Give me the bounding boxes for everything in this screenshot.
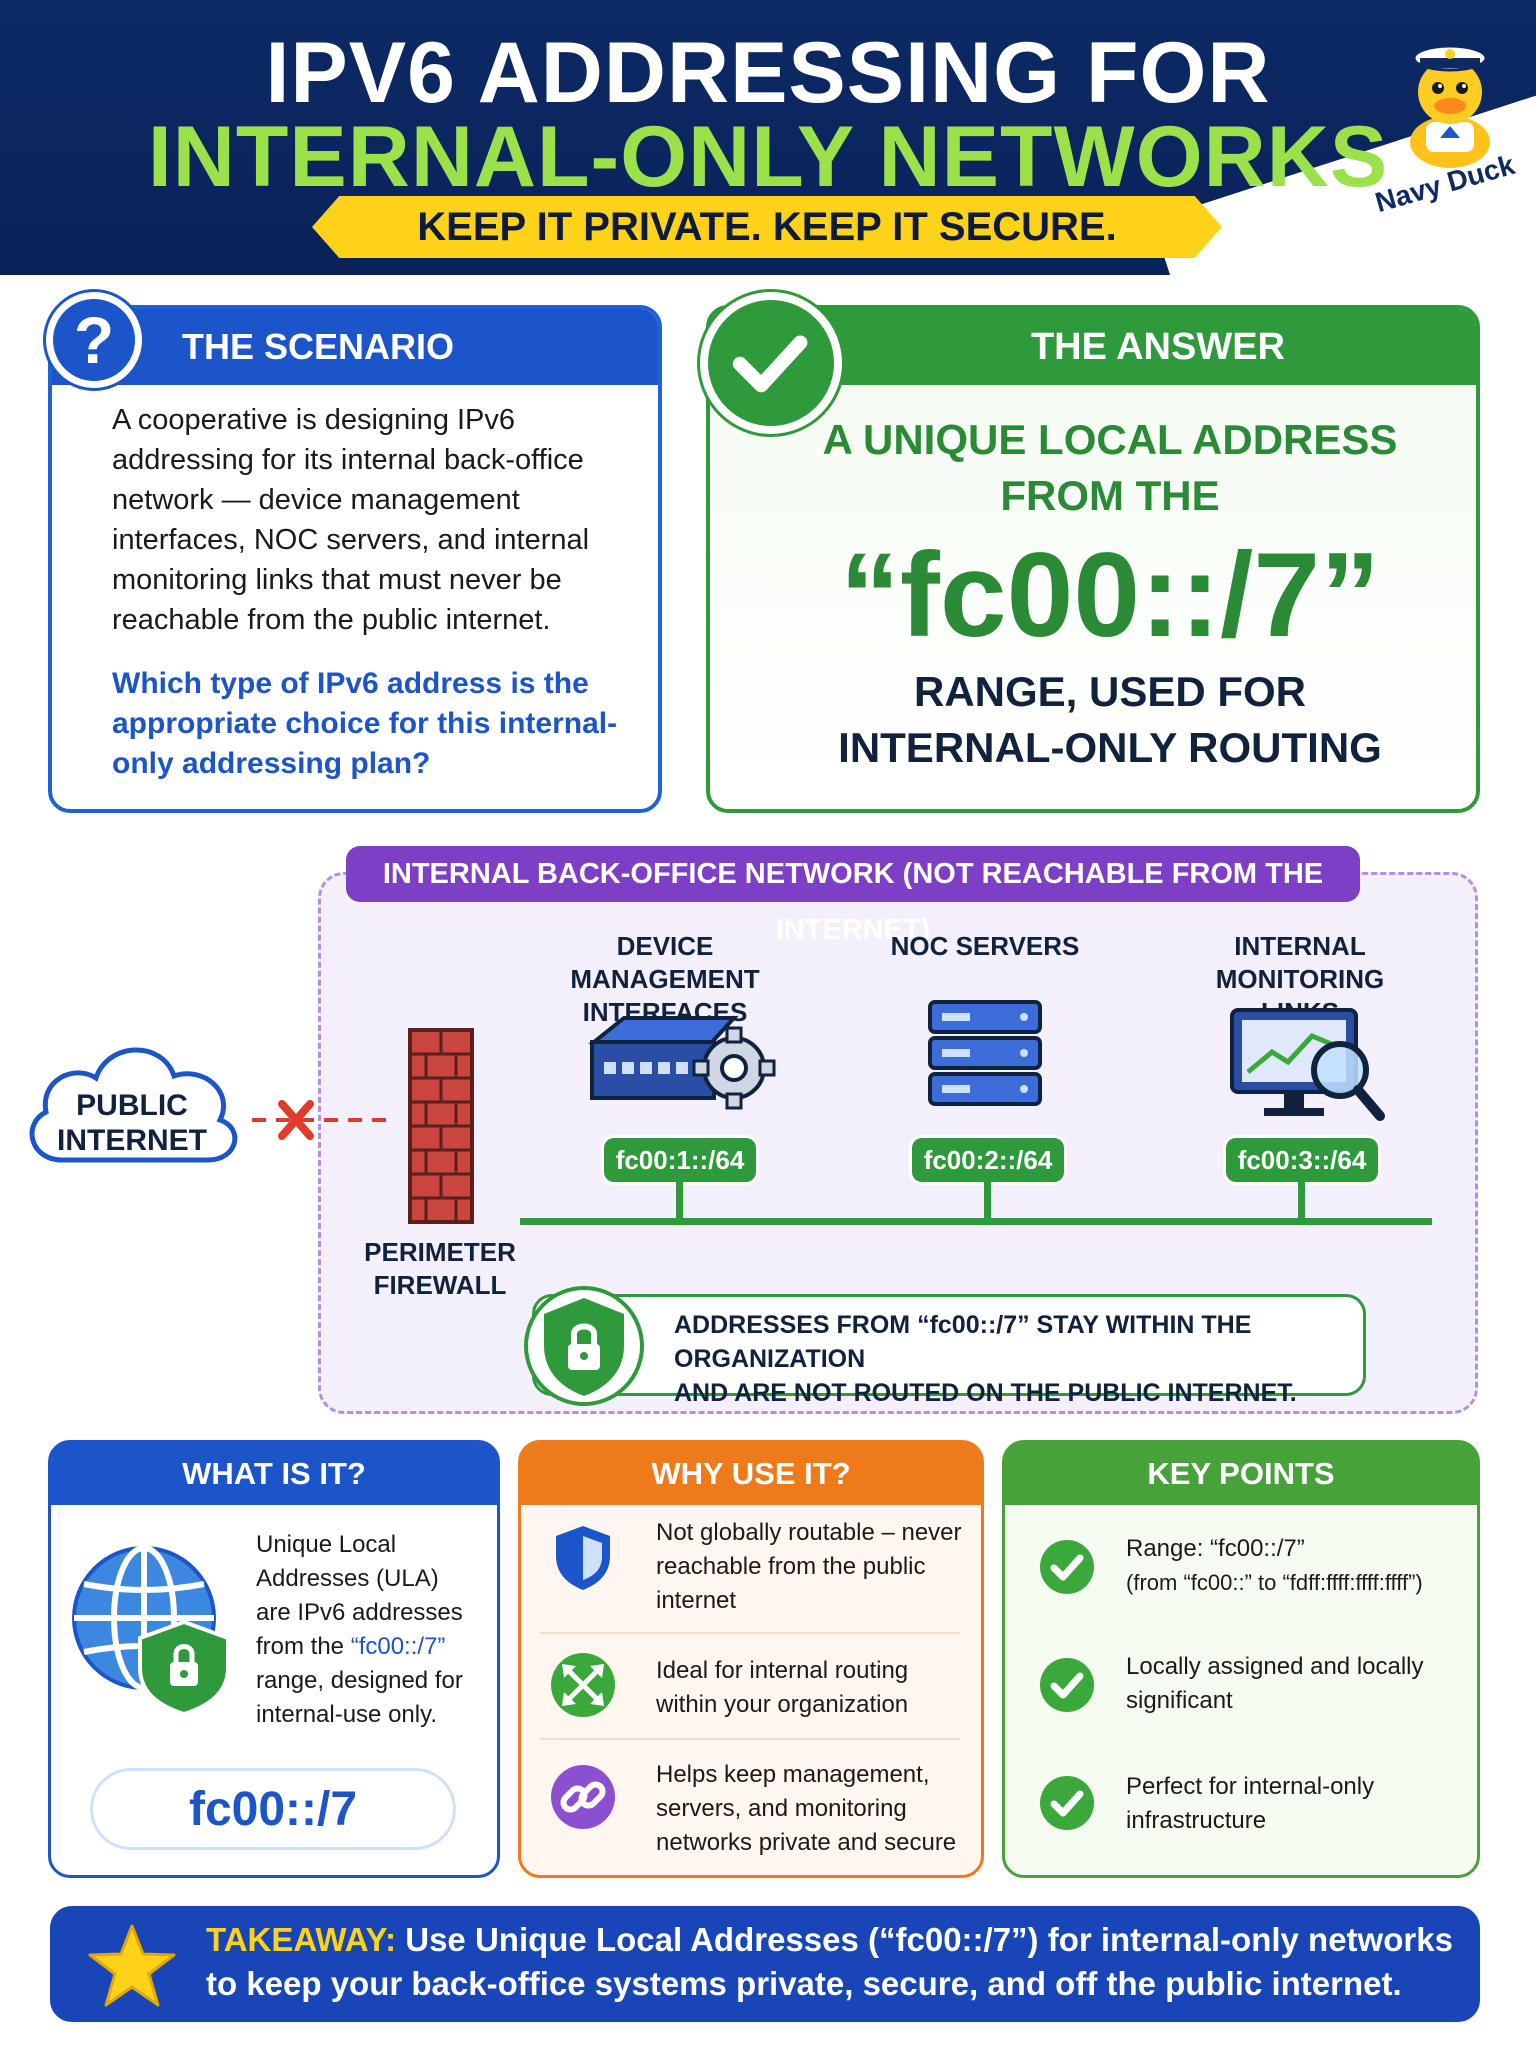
check-circle-icon bbox=[1040, 1776, 1094, 1830]
shield-icon bbox=[556, 1526, 610, 1590]
answer-line1: A UNIQUE LOCAL ADDRESS bbox=[822, 416, 1398, 463]
network-diagram-title: INTERNAL BACK-OFFICE NETWORK (NOT REACHA… bbox=[346, 846, 1360, 946]
bus-drop-1 bbox=[676, 1180, 683, 1220]
key-point-1-text: Range: “fc00::/7” bbox=[1126, 1535, 1305, 1562]
firewall-line2: FIREWALL bbox=[373, 1270, 507, 1300]
network-bus-line bbox=[520, 1218, 1432, 1225]
takeaway-banner bbox=[50, 1906, 1480, 2022]
globe-lock-icon bbox=[72, 1545, 230, 1717]
bus-drop-2 bbox=[984, 1180, 991, 1220]
firewall-line1: PERIMETER bbox=[364, 1237, 516, 1267]
scenario-question-text: Which type of IPv6 address is the approp… bbox=[112, 667, 618, 780]
firewall-brick-icon bbox=[408, 1028, 474, 1224]
why-divider-1 bbox=[540, 1632, 960, 1634]
what-is-it-title: WHAT IS IT? bbox=[51, 1443, 497, 1505]
cloud-icon bbox=[29, 1047, 238, 1163]
switch-gear-icon bbox=[588, 1016, 776, 1110]
scenario-card: THE SCENARIO bbox=[48, 305, 662, 813]
answer-line3: RANGE, USED FOR bbox=[913, 668, 1307, 715]
key-point-1: Range: “fc00::/7” (from “fc00::” to “fdf… bbox=[1126, 1532, 1466, 1600]
routing-note-line1: ADDRESSES FROM “fc00::/7” STAY WITHIN TH… bbox=[674, 1311, 1252, 1373]
subnet-badge-3: fc00:3::/64 bbox=[1226, 1138, 1378, 1182]
blocked-connection-icon bbox=[252, 1100, 394, 1140]
why-item-3: Helps keep management, servers, and moni… bbox=[656, 1761, 957, 1856]
routing-note-text: ADDRESSES FROM “fc00::/7” STAY WITHIN TH… bbox=[674, 1308, 1354, 1410]
answer-line2: FROM THE bbox=[1000, 472, 1220, 519]
public-internet-line1: PUBLIC bbox=[76, 1089, 188, 1122]
checkmark-icon bbox=[700, 292, 842, 434]
tagline-text: KEEP IT PRIVATE. KEEP IT SECURE. bbox=[417, 205, 1117, 249]
why-item-1: Not globally routable – never reachable … bbox=[656, 1519, 962, 1614]
subnet-badge-1: fc00:1::/64 bbox=[604, 1138, 756, 1182]
routing-note-box bbox=[532, 1294, 1366, 1396]
key-point-1-sub: (from “fc00::” to “fdff:ffff:ffff:ffff”) bbox=[1126, 1570, 1423, 1595]
public-internet-label: PUBLIC INTERNET bbox=[22, 1088, 242, 1158]
tagline-ribbon bbox=[312, 196, 1222, 258]
link-icon bbox=[551, 1765, 615, 1829]
key-point-3: Perfect for internal-only infrastructure bbox=[1126, 1773, 1375, 1834]
shield-lock-icon bbox=[524, 1286, 644, 1406]
scenario-body-text: A cooperative is designing IPv6 addressi… bbox=[112, 404, 590, 636]
what-is-it-text: Unique Local Addresses (ULA) are IPv6 ad… bbox=[256, 1528, 468, 1732]
node-label-line1: DEVICE MANAGEMENT bbox=[570, 931, 760, 994]
key-point-2: Locally assigned and locally significant bbox=[1126, 1653, 1424, 1714]
node-label-noc-servers: NOC SERVERS bbox=[860, 930, 1110, 963]
perimeter-firewall-label: PERIMETER FIREWALL bbox=[352, 1236, 528, 1302]
takeaway-text: TAKEAWAY: Use Unique Local Addresses (“f… bbox=[206, 1918, 1466, 2006]
key-points-title: KEY POINTS bbox=[1005, 1443, 1477, 1505]
check-circle-icon bbox=[1040, 1658, 1094, 1712]
public-internet-line2: INTERNET bbox=[57, 1124, 207, 1157]
server-rack-icon bbox=[928, 1000, 1042, 1106]
routing-note-line2: AND ARE NOT ROUTED ON THE PUBLIC INTERNE… bbox=[674, 1379, 1297, 1407]
scenario-title: THE SCENARIO bbox=[52, 309, 658, 385]
why-item-2: Ideal for internal routing within your o… bbox=[656, 1657, 909, 1718]
why-use-it-title: WHY USE IT? bbox=[521, 1443, 981, 1505]
node-label-line1: INTERNAL MONITORING bbox=[1215, 931, 1385, 994]
duck-mascot-icon bbox=[1410, 44, 1490, 168]
why-divider-2 bbox=[540, 1738, 960, 1740]
subnet-badge-2: fc00:2::/64 bbox=[912, 1138, 1064, 1182]
what-text-pre: Unique Local Addresses (ULA) are IPv6 ad… bbox=[256, 1531, 463, 1660]
what-text-highlight: “fc00::/7” bbox=[350, 1633, 446, 1660]
what-text-post: range, designed for internal-use only. bbox=[256, 1667, 463, 1728]
node-label-line1: NOC SERVERS bbox=[890, 931, 1080, 961]
check-circle-icon bbox=[1040, 1540, 1094, 1594]
takeaway-label: TAKEAWAY: bbox=[206, 1921, 397, 1958]
question-mark-icon: ? bbox=[46, 292, 142, 388]
answer-line4: INTERNAL-ONLY ROUTING bbox=[838, 724, 1382, 771]
monitor-magnifier-icon bbox=[1230, 1008, 1385, 1121]
takeaway-body: Use Unique Local Addresses (“fc00::/7”) … bbox=[206, 1921, 1453, 2002]
page-title-line1: IPV6 ADDRESSING FOR bbox=[265, 25, 1271, 121]
routing-arrows-icon bbox=[551, 1653, 615, 1717]
bus-drop-3 bbox=[1298, 1180, 1305, 1220]
page-title-line2: INTERNAL-ONLY NETWORKS bbox=[147, 109, 1389, 205]
star-icon bbox=[88, 1924, 176, 2007]
answer-prefix-highlight: “fc00::/7” bbox=[839, 528, 1381, 662]
prefix-pill: fc00::/7 bbox=[90, 1768, 456, 1850]
